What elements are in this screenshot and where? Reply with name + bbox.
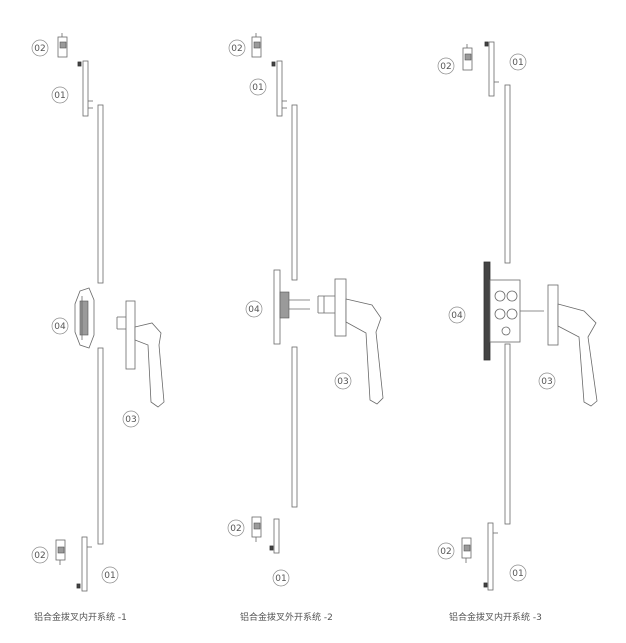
corner-drive-top xyxy=(77,60,93,117)
keeper-top xyxy=(462,44,473,71)
rod-upper xyxy=(291,104,298,281)
svg-text:01: 01 xyxy=(512,569,523,579)
svg-text:02: 02 xyxy=(440,62,451,72)
callout-01-top: 01 xyxy=(509,53,527,71)
corner-drive-top xyxy=(271,60,287,117)
handle xyxy=(317,278,384,405)
callout-02-top: 02 xyxy=(228,39,246,57)
svg-text:02: 02 xyxy=(34,551,45,561)
svg-text:01: 01 xyxy=(512,58,523,68)
callout-02-top: 02 xyxy=(437,57,455,75)
gearbox xyxy=(273,269,310,345)
callout-01-bottom: 01 xyxy=(509,564,527,582)
system-3: 02 01 04 03 02 01 xyxy=(437,41,598,591)
keeper-bottom xyxy=(461,537,472,563)
corner-drive-bottom xyxy=(76,536,92,592)
callout-03: 03 xyxy=(538,372,556,390)
rod-upper xyxy=(504,84,511,264)
svg-text:02: 02 xyxy=(231,44,242,54)
rod-lower xyxy=(504,343,511,525)
keeper-top xyxy=(251,33,262,58)
svg-text:01: 01 xyxy=(252,83,263,93)
gearbox xyxy=(74,287,95,349)
rod-lower xyxy=(97,347,104,545)
caption-system-1: 铝合金拨叉内开系统 -1 xyxy=(34,613,127,623)
svg-text:03: 03 xyxy=(337,377,348,387)
svg-text:01: 01 xyxy=(54,91,65,101)
svg-text:02: 02 xyxy=(34,44,45,54)
rod-lower xyxy=(291,346,298,508)
callout-04: 04 xyxy=(448,306,466,324)
system-1: 02 01 04 03 02 01 xyxy=(31,33,165,592)
gearbox xyxy=(483,261,544,361)
caption-system-2: 铝合金拨叉外开系统 -2 xyxy=(240,613,333,623)
svg-text:04: 04 xyxy=(451,311,463,321)
keeper-top xyxy=(57,33,68,58)
corner-drive-top xyxy=(484,41,499,97)
callout-02-bottom: 02 xyxy=(227,519,245,537)
callout-03: 03 xyxy=(122,410,140,428)
svg-text:04: 04 xyxy=(248,305,260,315)
corner-drive-bottom xyxy=(269,518,280,554)
keeper-bottom xyxy=(251,516,262,542)
callout-03: 03 xyxy=(334,372,352,390)
callout-02-bottom: 02 xyxy=(31,546,49,564)
callout-04: 04 xyxy=(51,317,69,335)
callout-02-bottom: 02 xyxy=(437,542,455,560)
handle xyxy=(547,284,598,407)
callout-01-bottom: 01 xyxy=(101,566,119,584)
system-2: 02 01 04 03 02 01 xyxy=(227,33,384,587)
rod-upper xyxy=(97,104,104,284)
svg-text:02: 02 xyxy=(230,524,241,534)
keeper-bottom xyxy=(55,539,66,565)
svg-text:01: 01 xyxy=(275,574,286,584)
svg-text:04: 04 xyxy=(54,322,66,332)
svg-text:03: 03 xyxy=(125,415,136,425)
callout-01-top: 01 xyxy=(249,78,267,96)
callout-04: 04 xyxy=(245,300,263,318)
callout-01-top: 01 xyxy=(51,86,69,104)
corner-drive-bottom xyxy=(483,522,498,591)
caption-system-3: 铝合金拨叉内开系统 -3 xyxy=(449,613,542,623)
callout-01-bottom: 01 xyxy=(272,569,290,587)
svg-text:03: 03 xyxy=(541,377,552,387)
handle xyxy=(116,300,165,408)
svg-text:01: 01 xyxy=(104,571,115,581)
svg-text:02: 02 xyxy=(440,547,451,557)
callout-02-top: 02 xyxy=(31,39,49,57)
